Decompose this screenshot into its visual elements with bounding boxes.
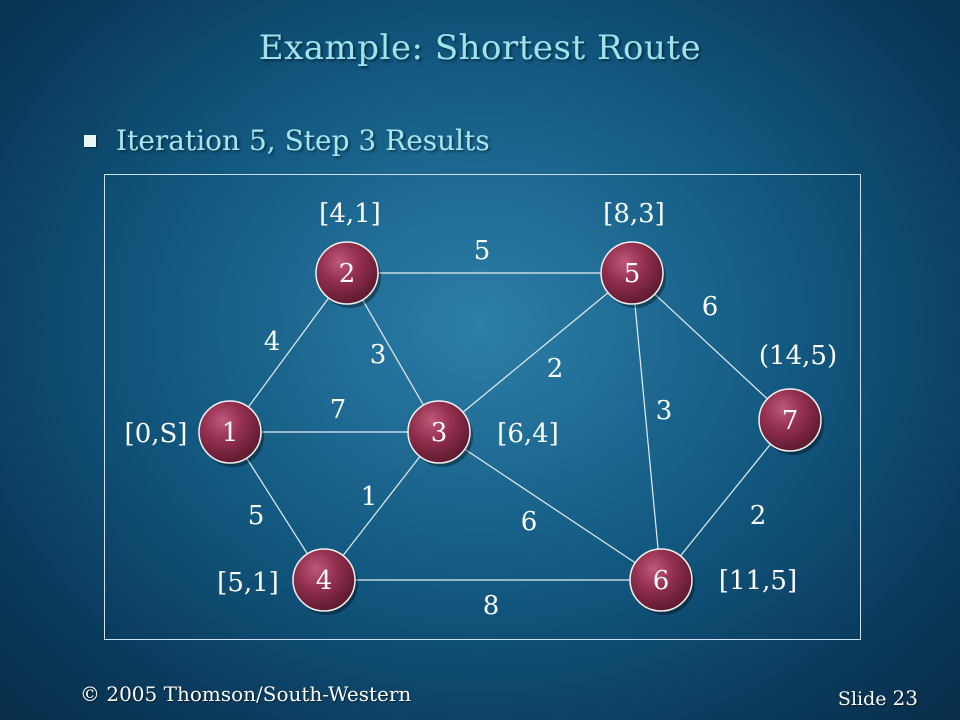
edge-6-7: [660, 419, 791, 581]
node-circle: [198, 400, 262, 464]
edge-1-2: [229, 272, 348, 433]
slide-number-footer: Slide 23: [838, 686, 918, 710]
edge-weight-6-7: 2: [750, 501, 767, 531]
node-7: 7: [758, 388, 824, 455]
node-6: 6: [629, 548, 695, 615]
edge-weight-2-3: 3: [370, 340, 387, 370]
square-bullet-icon: [84, 134, 96, 147]
node-label-6: [11,5]: [719, 566, 797, 596]
node-label-7: (14,5): [759, 341, 837, 371]
diagram-panel: [104, 174, 861, 640]
node-circle: [315, 241, 379, 305]
edge-weight-4-6: 8: [483, 591, 500, 621]
edge-weight-5-6: 3: [656, 396, 673, 426]
edge-weight-2-5: 5: [474, 236, 491, 266]
node-circle: [600, 241, 664, 305]
edge-weight-3-4: 1: [361, 482, 378, 512]
node-circle: [292, 548, 356, 612]
slide-title: Example: Shortest Route: [258, 28, 702, 68]
node-id-text: 2: [339, 259, 356, 289]
node-circle: [758, 388, 822, 452]
edge-weight-3-6: 6: [521, 507, 538, 537]
slide-number: 23: [892, 686, 918, 710]
node-id-text: 1: [222, 418, 239, 448]
edge-3-5: [438, 272, 633, 433]
node-5: 5: [600, 241, 666, 308]
node-2: 2: [315, 241, 381, 308]
node-1: 1: [198, 400, 264, 467]
bullet-item: Iteration 5, Step 3 Results: [84, 124, 490, 157]
node-circle: [629, 548, 693, 612]
edge-5-6: [631, 272, 662, 581]
copyright-text: © 2005 Thomson/South-Western: [80, 682, 412, 706]
node-label-3: [6,4]: [497, 419, 559, 449]
edge-weight-3-5: 2: [547, 354, 564, 384]
node-id-text: 7: [782, 406, 799, 436]
node-3: 3: [407, 400, 473, 467]
node-label-2: [4,1]: [319, 199, 381, 229]
node-4: 4: [292, 548, 358, 615]
node-id-text: 3: [431, 418, 448, 448]
bullet-text: Iteration 5, Step 3 Results: [116, 124, 490, 157]
node-label-5: [8,3]: [603, 199, 665, 229]
edge-weight-1-4: 5: [248, 501, 265, 531]
edge-3-6: [438, 431, 662, 581]
slide-label: Slide: [837, 688, 887, 710]
node-id-text: 5: [624, 259, 641, 289]
node-label-4: [5,1]: [217, 568, 279, 598]
node-id-text: 4: [316, 566, 333, 596]
edge-weight-1-2: 4: [264, 327, 281, 357]
node-circle: [407, 400, 471, 464]
edge-weight-5-7: 6: [702, 292, 719, 322]
edge-5-7: [631, 272, 791, 421]
node-id-text: 6: [653, 566, 670, 596]
edge-weight-1-3: 7: [330, 395, 347, 425]
node-label-1: [0,S]: [125, 419, 188, 449]
